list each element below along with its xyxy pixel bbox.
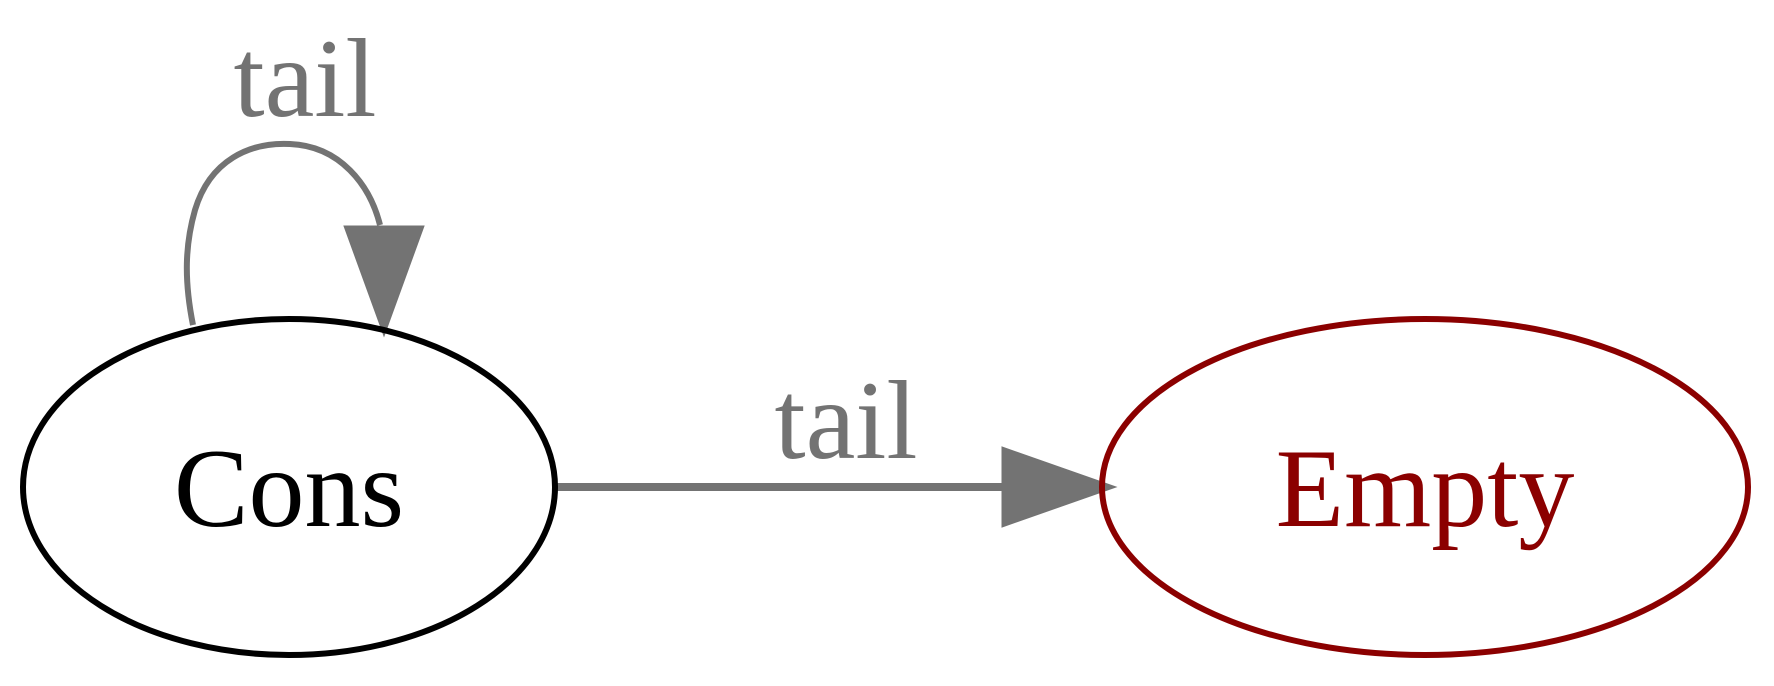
cons-node-label: Cons: [174, 427, 404, 551]
node-cons[interactable]: Cons: [20, 316, 558, 658]
cons-node-ellipse: [20, 316, 558, 658]
self-loop-arrowhead: [343, 225, 425, 338]
edge-cons-self-loop: tail: [183, 17, 425, 338]
node-empty[interactable]: Empty: [1099, 316, 1751, 658]
cons-to-empty-edge-label: tail: [774, 359, 917, 483]
self-loop-line: [183, 140, 383, 326]
edge-cons-to-empty: tail: [556, 359, 1118, 528]
cons-to-empty-arrowhead: [1001, 446, 1118, 528]
empty-node-label: Empty: [1276, 427, 1575, 551]
self-loop-edge-label: tail: [233, 17, 376, 141]
empty-node-ellipse: [1099, 316, 1751, 658]
